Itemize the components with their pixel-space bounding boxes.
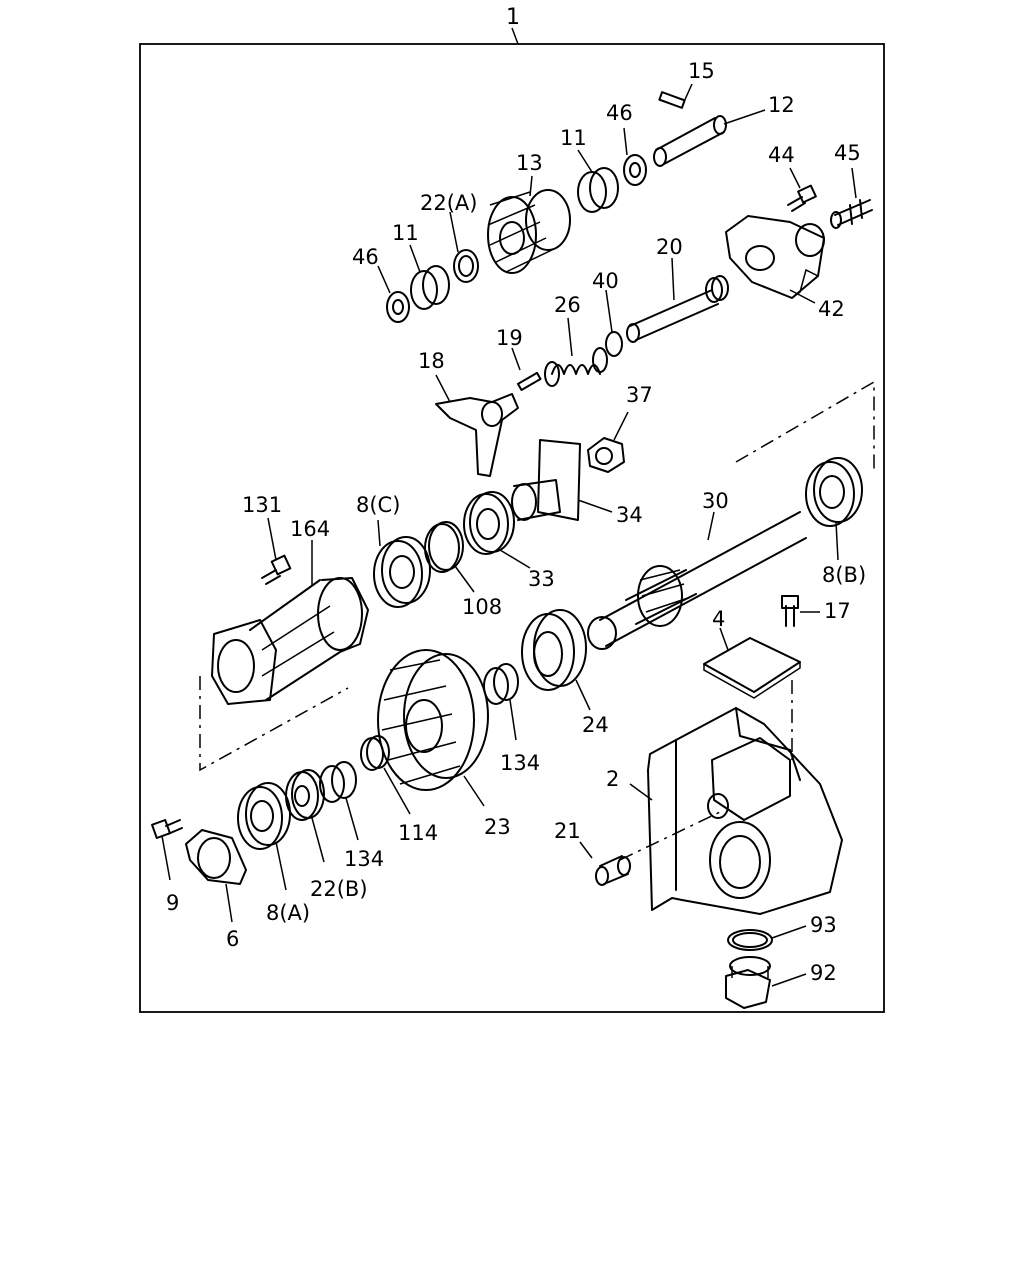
part-24-coupling-sleeve: [521, 609, 591, 711]
part-42-shift-bracket: [725, 215, 825, 304]
part-20-shift-shaft: [626, 257, 729, 343]
part-18-shift-fork: [435, 374, 519, 477]
callout-92: 92: [810, 961, 837, 985]
diagram-frame: [139, 43, 885, 1013]
callout-134-right: 134: [500, 751, 540, 775]
callout-12: 12: [768, 93, 795, 117]
centerline-pin-21: [619, 811, 721, 861]
callout-6: 6: [226, 927, 239, 951]
callout-33: 33: [528, 567, 555, 591]
part-19-spring-pin: [511, 347, 542, 391]
callout-13: 13: [516, 151, 543, 175]
callout-11-upper: 11: [560, 126, 587, 150]
callout-26: 26: [554, 293, 581, 317]
callout-108: 108: [462, 595, 502, 619]
callout-134-left: 134: [344, 847, 384, 871]
part-12-shaft: [653, 109, 766, 167]
part-23-spur-gear: [377, 649, 489, 807]
part-33-ball-bearing: [463, 491, 531, 569]
callout-40: 40: [592, 269, 619, 293]
part-114-collar: [360, 735, 411, 815]
callout-24: 24: [582, 713, 609, 737]
callout-8C: 8(C): [356, 493, 400, 517]
callout-8B: 8(B): [822, 563, 866, 587]
callout-114: 114: [398, 821, 438, 845]
callout-17: 17: [824, 599, 851, 623]
part-93-o-ring: [727, 925, 807, 951]
centerline-lower: [199, 676, 349, 772]
callout-23: 23: [484, 815, 511, 839]
callout-42: 42: [818, 297, 845, 321]
callout-18: 18: [418, 349, 445, 373]
part-34-bearing-retainer: [511, 439, 613, 521]
part-21-plug: [579, 841, 631, 886]
part-37-nut: [587, 411, 629, 473]
part-2-pto-case: [629, 707, 843, 915]
part-6-end-cover: [185, 829, 247, 923]
callout-19: 19: [496, 326, 523, 350]
part-8A-ball-bearing: [237, 782, 291, 891]
part-164-extension-housing: [211, 540, 369, 705]
part-9-bolt: [151, 819, 183, 881]
callout-9: 9: [166, 891, 179, 915]
callout-46-lower: 46: [352, 245, 379, 269]
callout-131: 131: [242, 493, 282, 517]
callout-15: 15: [688, 59, 715, 83]
part-8B-ball-bearing: [805, 457, 863, 561]
part-44-bolt: [787, 167, 817, 212]
callout-30: 30: [702, 489, 729, 513]
centerline-upper: [735, 380, 875, 470]
callout-11-lower: 11: [392, 221, 419, 245]
callout-45: 45: [834, 141, 861, 165]
part-4-top-cover: [703, 627, 801, 699]
callout-37: 37: [626, 383, 653, 407]
callout-22B: 22(B): [310, 877, 368, 901]
callout-1: 1: [506, 5, 520, 30]
callout-20: 20: [656, 235, 683, 259]
callout-2: 2: [606, 767, 619, 791]
part-8C-ball-bearing: [373, 519, 431, 608]
callout-22A: 22(A): [420, 191, 477, 215]
part-134-needle-bearing-left: [319, 761, 359, 841]
part-46-washer-lower: [377, 265, 410, 323]
callout-4: 4: [712, 607, 725, 631]
callout-164: 164: [290, 517, 330, 541]
part-11-needle-bearing-upper: [577, 149, 619, 213]
part-46-washer-upper: [623, 127, 647, 186]
callout-46-upper: 46: [606, 101, 633, 125]
callout-8A: 8(A): [266, 901, 310, 925]
part-11-needle-bearing-lower: [409, 244, 450, 310]
part-22B-thrust-ring: [285, 769, 325, 863]
part-30-output-shaft: [587, 511, 807, 650]
callout-93: 93: [810, 913, 837, 937]
part-45-breather-fitting: [830, 167, 873, 229]
part-15-pin: [658, 83, 693, 109]
part-22A-thrust-ring: [449, 211, 479, 283]
part-26-spring: [544, 317, 608, 387]
callout-44: 44: [768, 143, 795, 167]
part-17-bolt: [781, 595, 820, 627]
part-108-snap-ring: [424, 521, 475, 593]
part-13-bevel-gear: [487, 175, 571, 274]
callout-21: 21: [554, 819, 581, 843]
part-131-bolt: [261, 517, 292, 585]
part-40-snap-ring: [605, 289, 623, 357]
part-92-drain-plug: [725, 956, 807, 1009]
frame-callout-leader: [511, 27, 519, 45]
part-134-needle-bearing-right: [483, 663, 519, 741]
callout-34: 34: [616, 503, 643, 527]
